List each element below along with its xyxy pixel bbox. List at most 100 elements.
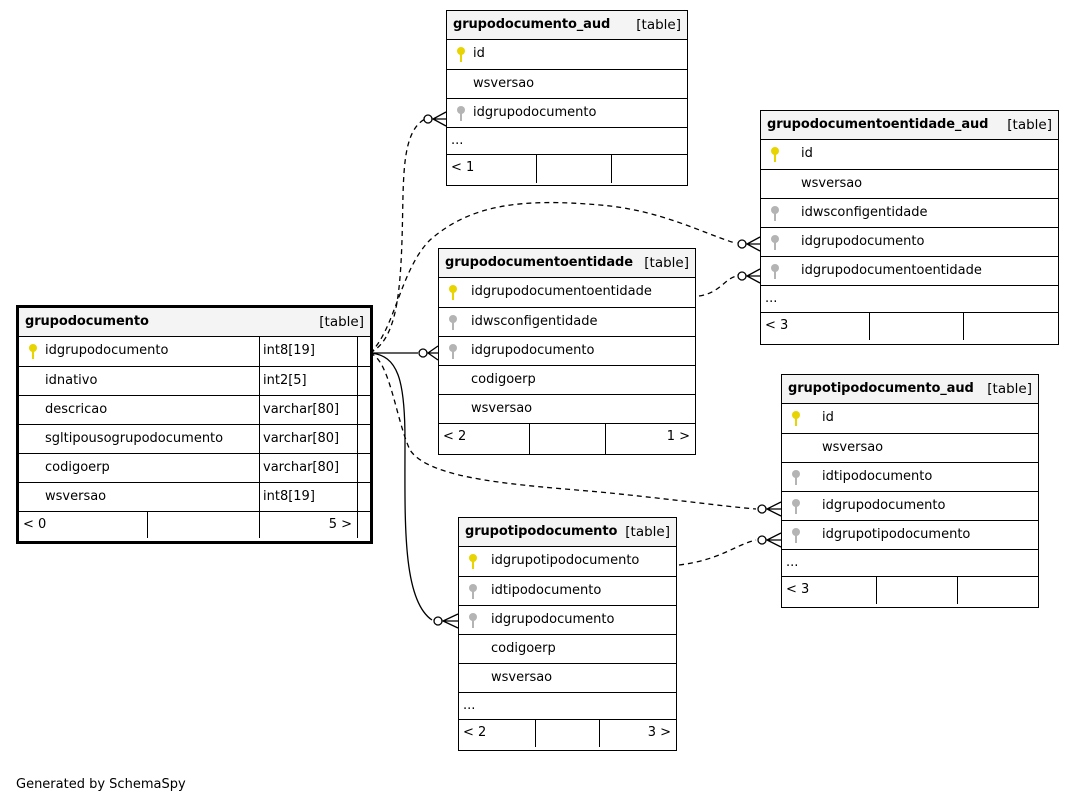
table-grupodocumentoentidade[interactable]: grupodocumentoentidade [table] idgrupodo…: [438, 248, 696, 455]
table-grupodocumentoentidade-aud[interactable]: grupodocumentoentidade_aud [table] id ws…: [760, 110, 1059, 345]
table-footer: < 2 1 >: [439, 424, 695, 454]
column-name: idtipodocumento: [822, 469, 933, 484]
table-tag: [table]: [625, 524, 670, 540]
column-row: wsversao: [782, 434, 1038, 463]
column-row: wsversao: [447, 70, 687, 99]
column-name: idgrupodocumentoentidade: [471, 284, 652, 299]
primary-key-icon: [449, 285, 457, 300]
table-tag: [table]: [987, 381, 1032, 397]
table-name: grupotipodocumento_aud: [788, 381, 974, 396]
column-row: idnativo int2[5]: [19, 367, 370, 396]
table-footer: < 2 3 >: [459, 720, 676, 747]
column-row: idgrupodocumentoentidade: [761, 257, 1058, 286]
column-row: wsversao: [439, 395, 695, 424]
column-row: codigoerp varchar[80]: [19, 454, 370, 483]
column-name: idgrupotipodocumento: [491, 553, 640, 568]
column-row: idtipodocumento: [459, 577, 676, 606]
column-row: codigoerp: [439, 366, 695, 395]
column-row: id: [447, 40, 687, 70]
primary-key-icon: [771, 147, 779, 162]
column-name: codigoerp: [471, 372, 536, 387]
column-row: idgrupodocumento: [447, 99, 687, 128]
foreign-key-icon: [469, 613, 477, 628]
table-grupodocumento-aud[interactable]: grupodocumento_aud [table] id wsversao i…: [446, 10, 688, 186]
relation-grupodocumento-aud: [369, 117, 428, 354]
crowfoot-marker-2: [737, 236, 761, 252]
column-row: idgrupotipodocumento: [782, 521, 1038, 550]
crowfoot-marker-1: [423, 111, 447, 127]
table-footer: < 0 5 >: [19, 512, 370, 538]
column-type: int8[19]: [263, 343, 315, 358]
more-columns: ...: [447, 128, 687, 155]
primary-key-icon: [792, 411, 800, 426]
table-grupodocumento[interactable]: grupodocumento [table] idgrupodocumento …: [16, 305, 373, 544]
parent-count: < 1: [451, 160, 475, 175]
foreign-key-icon: [792, 528, 800, 543]
column-name: wsversao: [473, 76, 535, 91]
parent-count: < 0: [23, 517, 47, 532]
column-name: descricao: [45, 402, 108, 417]
column-name: idnativo: [45, 373, 98, 388]
child-count: 5 >: [328, 517, 352, 532]
column-name: codigoerp: [45, 460, 110, 475]
column-name: idgrupotipodocumento: [822, 527, 971, 542]
relation-entidade-entidade-aud: [698, 275, 738, 297]
table-grupotipodocumento[interactable]: grupotipodocumento [table] idgrupotipodo…: [458, 517, 677, 751]
foreign-key-icon: [449, 315, 457, 330]
column-name: wsversao: [801, 176, 863, 191]
foreign-key-icon: [771, 264, 779, 279]
table-name: grupodocumento_aud: [453, 17, 611, 32]
column-name: idgrupodocumento: [822, 498, 946, 513]
primary-key-icon: [469, 554, 477, 569]
more-columns: ...: [459, 693, 676, 720]
crowfoot-marker-5: [757, 501, 782, 517]
column-row: id: [782, 404, 1038, 434]
column-name: id: [822, 410, 834, 425]
parent-count: < 3: [765, 318, 789, 333]
primary-key-icon: [457, 47, 465, 62]
column-name: idgrupodocumento: [45, 343, 169, 358]
child-count: 3 >: [647, 725, 671, 740]
column-row: idgrupodocumento: [761, 228, 1058, 257]
column-name: wsversao: [471, 401, 533, 416]
foreign-key-icon: [771, 206, 779, 221]
generator-credit: Generated by SchemaSpy: [16, 777, 186, 792]
column-row: wsversao: [761, 170, 1058, 199]
column-row: idtipodocumento: [782, 463, 1038, 492]
table-header: grupodocumentoentidade_aud [table]: [761, 111, 1058, 140]
column-name: idwsconfigentidade: [801, 205, 928, 220]
crowfoot-marker-4: [418, 345, 439, 361]
table-footer: < 3: [782, 577, 1038, 604]
parent-count: < 2: [463, 725, 487, 740]
column-name: codigoerp: [491, 641, 556, 656]
table-name: grupotipodocumento: [465, 524, 618, 539]
crowfoot-marker-7: [433, 613, 459, 629]
column-name: sgltipousogrupodocumento: [45, 431, 224, 446]
column-type: varchar[80]: [263, 431, 340, 446]
column-name: idgrupodocumento: [473, 105, 597, 120]
column-row: idgrupodocumento int8[19]: [19, 337, 370, 367]
table-footer: < 1: [447, 155, 687, 183]
table-tag: [table]: [319, 314, 364, 330]
column-type: varchar[80]: [263, 460, 340, 475]
table-tag: [table]: [644, 255, 689, 271]
table-grupotipodocumento-aud[interactable]: grupotipodocumento_aud [table] id wsvers…: [781, 374, 1039, 608]
table-header: grupodocumentoentidade [table]: [439, 249, 695, 278]
table-header: grupodocumento_aud [table]: [447, 11, 687, 40]
relation-tipo-tipo-aud: [678, 539, 757, 566]
column-row: idwsconfigentidade: [761, 199, 1058, 228]
column-name: idgrupodocumento: [801, 234, 925, 249]
column-row: id: [761, 140, 1058, 170]
table-header: grupotipodocumento [table]: [459, 518, 676, 547]
column-row: sgltipousogrupodocumento varchar[80]: [19, 425, 370, 454]
column-name: idgrupodocumento: [471, 343, 595, 358]
table-name: grupodocumentoentidade: [445, 255, 633, 270]
parent-count: < 3: [786, 582, 810, 597]
column-name: wsversao: [822, 440, 884, 455]
column-row: idgrupodocumento: [782, 492, 1038, 521]
column-name: wsversao: [491, 670, 553, 685]
primary-key-icon: [29, 344, 37, 359]
table-header: grupodocumento [table]: [19, 308, 370, 337]
relation-grupodocumento-entidade-aud: [369, 201, 736, 354]
